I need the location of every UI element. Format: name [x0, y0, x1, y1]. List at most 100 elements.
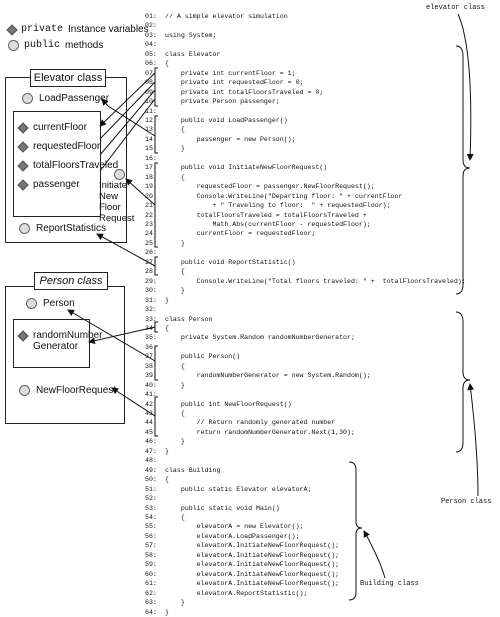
code-text: elevatorA.InitiateNewFloorRequest();	[165, 542, 340, 550]
code-text: totalFloorsTraveled = totalFloorsTravele…	[165, 211, 367, 219]
code-text: {	[165, 476, 169, 484]
line-number: 04:	[145, 41, 157, 49]
code-text: // A simple elevator simulation	[165, 13, 288, 20]
code-line: 08: private int requestedFloor = 0;	[145, 78, 466, 87]
legend-public: public methods	[8, 40, 103, 51]
code-line: 24: currentFloor = requestedFloor;	[145, 229, 466, 238]
person-class-arrow	[467, 383, 479, 497]
code-text: elevatorA.InitiateNewFloorRequest();	[165, 570, 340, 578]
code-text: public void ReportStatistic()	[165, 258, 296, 266]
link-initiate-request	[125, 178, 156, 206]
code-text: Math.Abs(currentFloor - requestedFloor);	[165, 220, 371, 228]
line-number: 34:	[145, 324, 157, 332]
line-number: 12:	[145, 116, 157, 124]
code-text: private Person passenger;	[165, 98, 280, 106]
code-text: elevatorA = new Elevator();	[165, 523, 304, 531]
code-line: 22: totalFloorsTraveled = totalFloorsTra…	[145, 211, 466, 220]
link-person-field	[88, 326, 156, 345]
brace-initiate-request	[154, 162, 158, 248]
code-text: public int NewFloorRequest()	[165, 400, 292, 408]
code-text: class Building	[165, 466, 221, 474]
code-line: 41:	[145, 390, 466, 399]
report-statistics-label: ReportStatistics	[36, 223, 107, 234]
legend-public-keyword: public	[24, 40, 61, 51]
public-circle-icon	[8, 40, 19, 51]
code-text: public void LoadPassenger()	[165, 116, 288, 124]
code-line: 40: }	[145, 381, 466, 390]
code-line: 60: elevatorA.InitiateNewFloorRequest();	[145, 570, 466, 579]
line-number: 25:	[145, 239, 157, 247]
line-number: 21:	[145, 202, 157, 210]
code-line: 04:	[145, 40, 466, 49]
line-number: 38:	[145, 362, 157, 370]
legend-public-text: methods	[65, 40, 104, 51]
line-number: 55:	[145, 523, 157, 531]
brace-report-statistic	[154, 256, 158, 276]
line-number: 45:	[145, 428, 157, 436]
field-label-line: randomNumber	[33, 330, 103, 341]
code-line: 56: elevatorA.LoadPassenger();	[145, 532, 466, 541]
code-line: 44: // Return randomly generated number	[145, 418, 466, 427]
code-text: Console.WriteLine("Departing floor: " + …	[165, 192, 403, 200]
person-constructor-method: Person	[26, 298, 75, 309]
link-load-passenger	[101, 98, 156, 137]
elevator-load-passenger-method: LoadPassenger	[22, 93, 109, 104]
code-line: 20: Console.WriteLine("Departing floor: …	[145, 192, 466, 201]
line-number: 30:	[145, 287, 157, 295]
line-number: 33:	[145, 315, 157, 323]
line-number: 51:	[145, 485, 157, 493]
line-number: 57:	[145, 542, 157, 550]
line-number: 62:	[145, 589, 157, 597]
code-line: 45: return randomNumberGenerator.Next(1,…	[145, 428, 466, 437]
line-number: 13:	[145, 126, 157, 134]
line-number: 59:	[145, 561, 157, 569]
person-method-label: Person	[43, 298, 75, 309]
line-number: 40:	[145, 381, 157, 389]
code-text: {	[165, 126, 185, 134]
brace-load-passenger	[154, 115, 158, 154]
line-number: 18:	[145, 173, 157, 181]
code-text: public Person()	[165, 353, 241, 361]
brace-new-floor-request	[154, 396, 158, 437]
line-number: 26:	[145, 249, 157, 257]
line-number: 58:	[145, 551, 157, 559]
code-line: 61: elevatorA.InitiateNewFloorRequest();	[145, 579, 466, 588]
line-number: 49:	[145, 466, 157, 474]
line-number: 22:	[145, 211, 157, 219]
public-circle-icon	[26, 298, 37, 309]
legend-private-text: Instance variables	[68, 24, 149, 35]
link-new-floor-request	[111, 387, 156, 417]
code-line: 54: {	[145, 513, 466, 522]
line-number: 50:	[145, 476, 157, 484]
code-text: return randomNumberGenerator.Next(1,30);	[165, 428, 355, 436]
code-text: requestedFloor = passenger.NewFloorReque…	[165, 183, 375, 191]
code-line: 32:	[145, 305, 466, 314]
code-line: 38: {	[145, 362, 466, 371]
line-number: 08:	[145, 79, 157, 87]
code-line: 01:// A simple elevator simulation	[145, 12, 466, 21]
line-number: 54:	[145, 514, 157, 522]
brace-person-class	[455, 311, 471, 453]
code-text: }	[165, 381, 185, 389]
person-private-fields-box	[13, 319, 90, 368]
code-line: 49: class Building	[145, 466, 466, 475]
brace-person-field	[154, 321, 158, 333]
code-text: {	[165, 173, 185, 181]
link-person-constructor	[67, 309, 156, 362]
line-number: 23:	[145, 220, 157, 228]
code-line: 23: Math.Abs(currentFloor - requestedFlo…	[145, 220, 466, 229]
load-passenger-label: LoadPassenger	[39, 93, 110, 104]
code-line: 33:class Person	[145, 315, 466, 324]
line-number: 36:	[145, 343, 157, 351]
code-line: 34:{	[145, 324, 466, 333]
code-text: }	[165, 599, 185, 607]
link-fields-to-box	[99, 81, 156, 140]
line-number: 27:	[145, 258, 157, 266]
code-line: 07: private int currentFloor = 1;	[145, 69, 466, 78]
field-label-line: Generator	[33, 341, 79, 352]
line-number: 14:	[145, 135, 157, 143]
code-text: }	[165, 239, 185, 247]
line-number: 15:	[145, 145, 157, 153]
new-floor-request-method: NewFloorRequest	[19, 385, 116, 396]
code-line: 09: private int totalFloorsTraveled = 0;	[145, 88, 466, 97]
